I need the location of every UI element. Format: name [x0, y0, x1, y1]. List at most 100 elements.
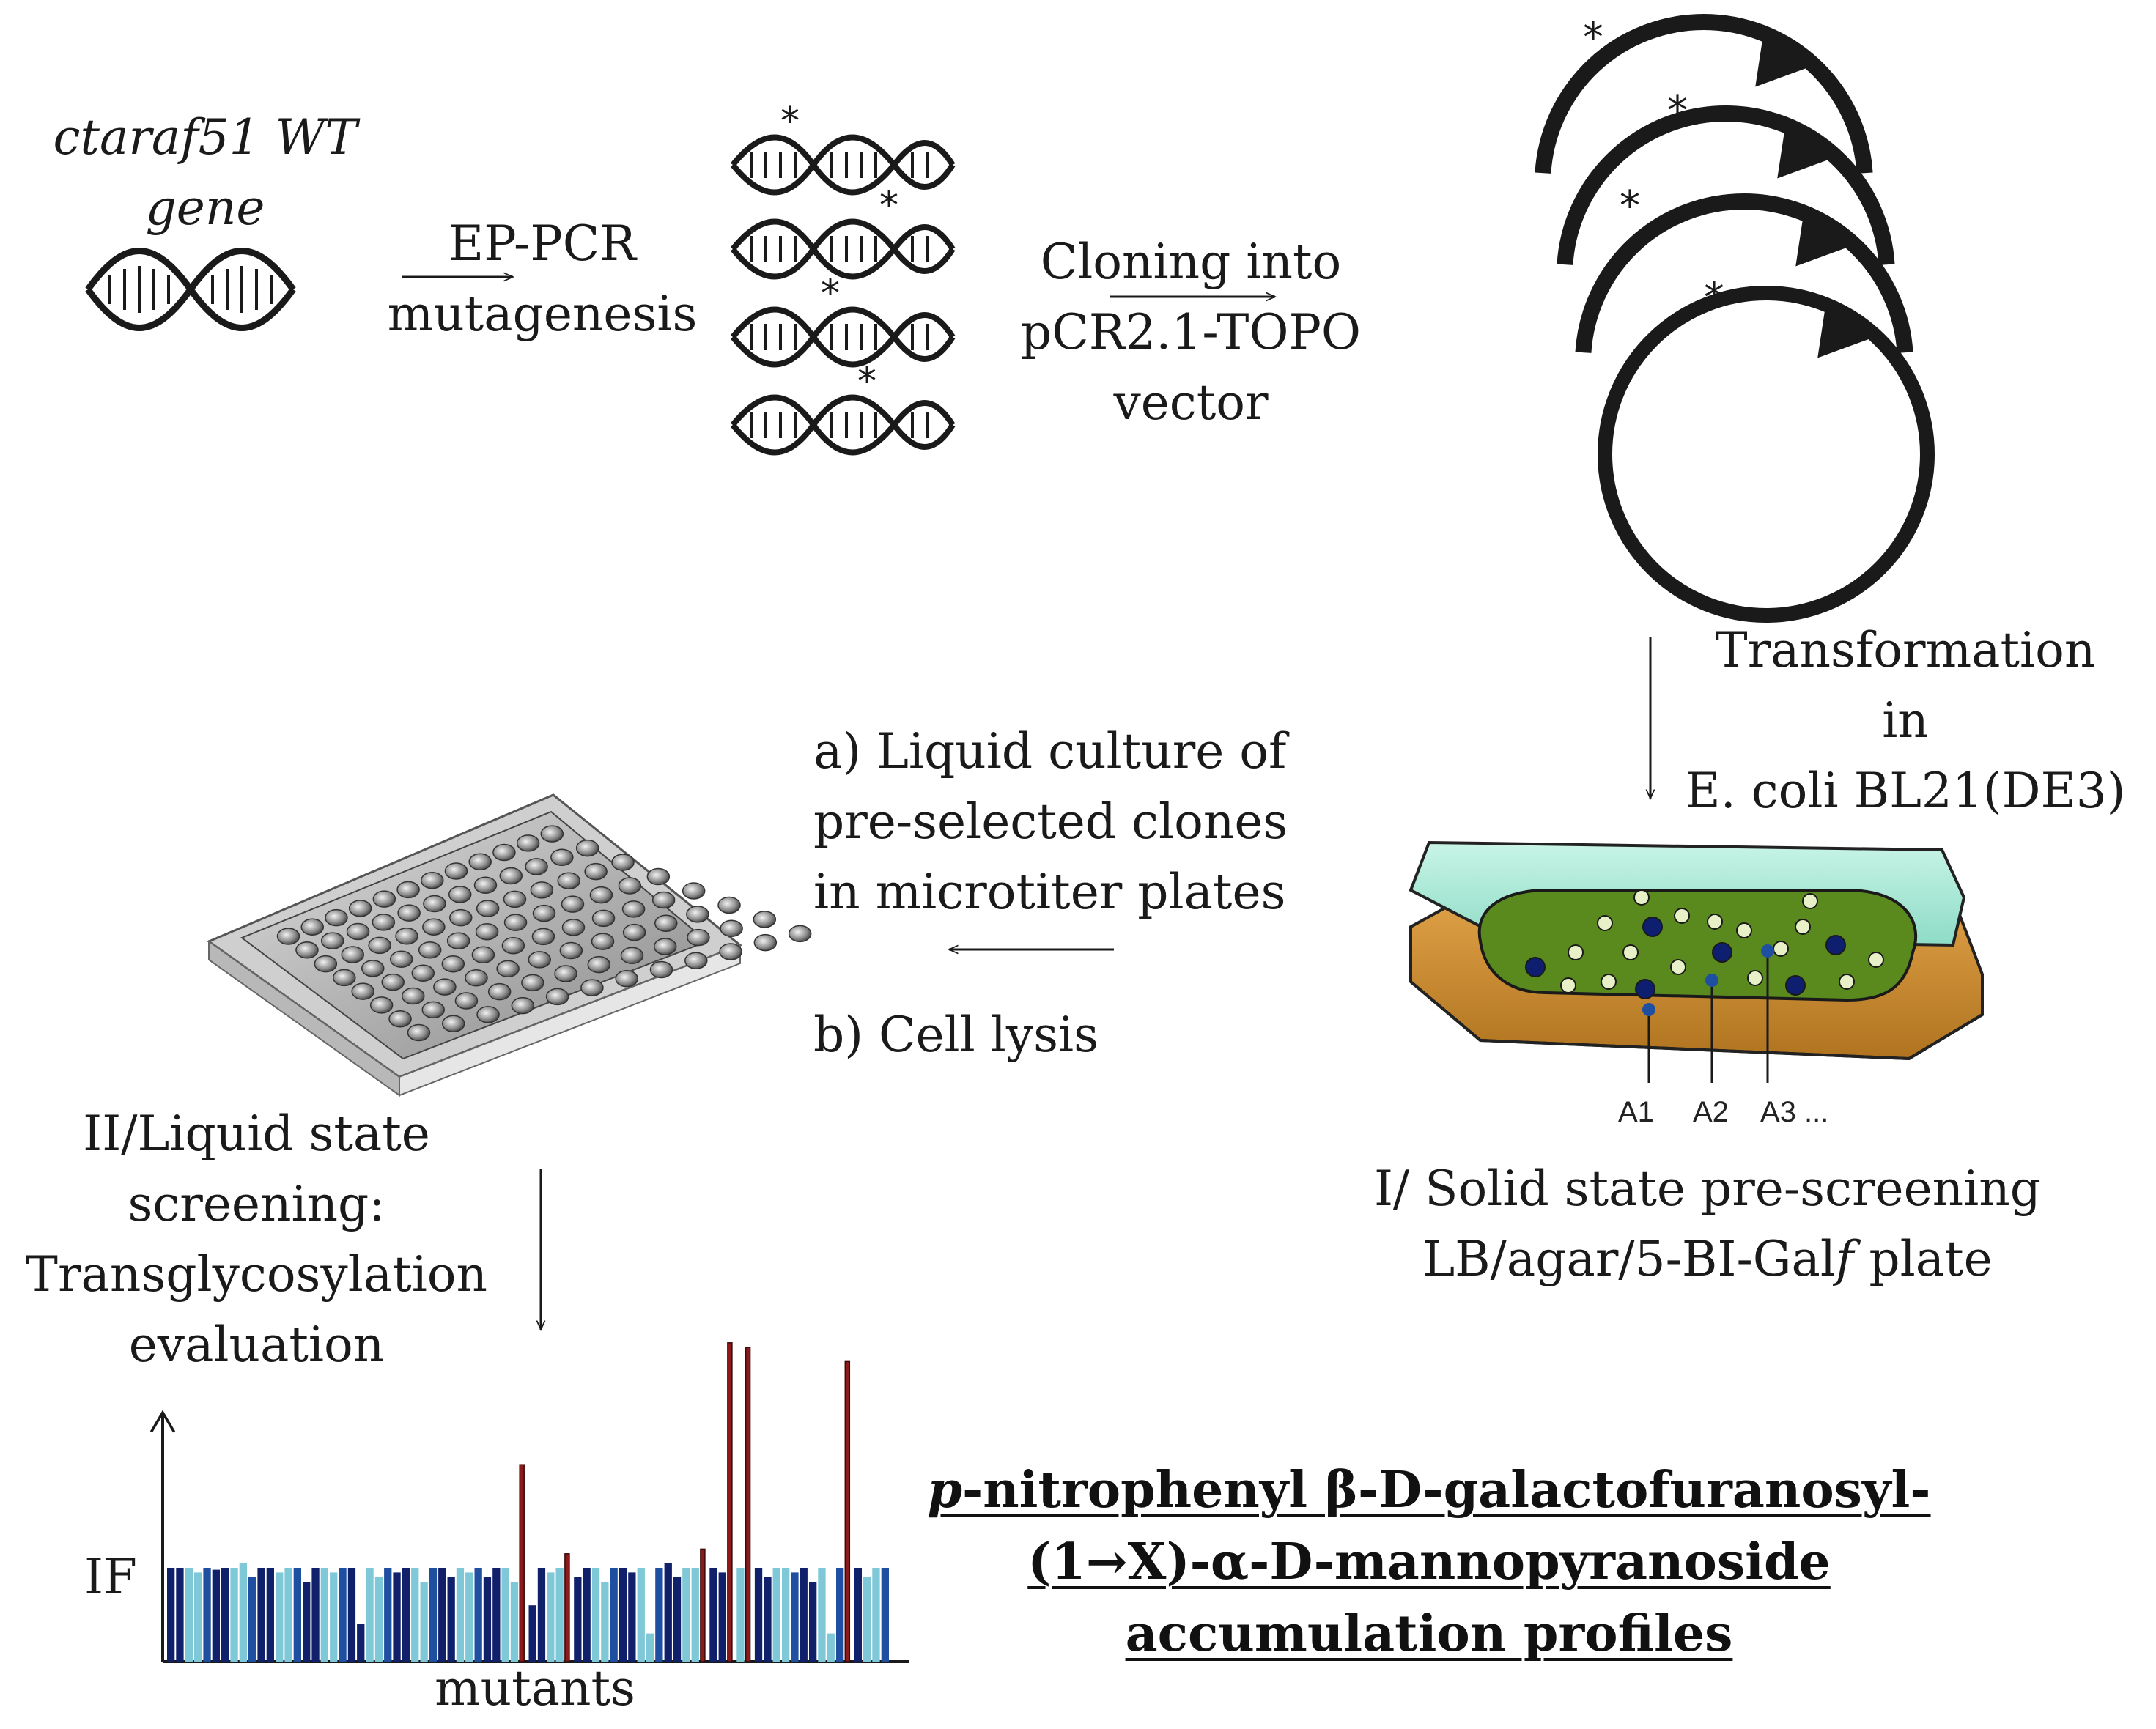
dna-helix-icon-mutant-4: *: [730, 360, 956, 456]
plate-well: [528, 951, 551, 969]
mutation-mark: *: [821, 272, 840, 316]
bar-highlight: [564, 1553, 570, 1662]
white-colony: [1601, 974, 1617, 990]
bar: [863, 1577, 871, 1662]
colony-label-a2: A2: [1693, 1096, 1729, 1128]
colony-label-a3: A3 ...: [1760, 1096, 1829, 1128]
bar: [709, 1568, 717, 1662]
bar: [718, 1572, 726, 1662]
bar: [384, 1568, 392, 1662]
plate-well: [719, 943, 742, 960]
blue-colony: [1642, 917, 1663, 937]
blue-colony: [1825, 935, 1846, 955]
mutation-mark: *: [1583, 14, 1603, 62]
bar: [528, 1605, 536, 1662]
white-colony: [1674, 908, 1690, 924]
insert-arrow: [1817, 309, 1878, 358]
plate-well: [575, 839, 599, 857]
microtiter-plate-icon: [206, 793, 812, 1097]
plate-well: [620, 947, 644, 965]
plate-well: [433, 978, 457, 996]
plate-well: [421, 871, 444, 889]
plate-well: [753, 911, 777, 928]
bar: [221, 1568, 229, 1662]
bar: [637, 1568, 645, 1662]
plate-well: [717, 896, 741, 914]
bar: [167, 1568, 175, 1662]
plate-well: [521, 974, 544, 992]
bar: [293, 1568, 301, 1662]
plate-well: [531, 928, 555, 946]
plate-well: [545, 988, 569, 1006]
bar: [591, 1568, 600, 1662]
colony-label-a1: A1: [1618, 1096, 1654, 1128]
bar: [664, 1563, 672, 1662]
dna-helix-icon-mutant-2: *: [730, 184, 956, 280]
bar: [420, 1582, 428, 1662]
plate-well: [468, 853, 492, 871]
plate-well: [561, 919, 586, 936]
bar: [610, 1568, 618, 1662]
white-colony: [1747, 970, 1763, 986]
plate-well: [540, 825, 564, 843]
bar: [248, 1577, 256, 1662]
blue-colony: [1712, 942, 1732, 963]
bar: [818, 1568, 826, 1662]
plate-well: [753, 933, 778, 952]
plate-well: [557, 872, 580, 889]
bar: [347, 1568, 356, 1662]
plate-well: [516, 834, 540, 852]
plate-well: [686, 906, 709, 923]
bar: [203, 1568, 211, 1662]
plate-well: [333, 969, 356, 987]
white-colony: [1597, 915, 1613, 931]
bar: [537, 1568, 546, 1662]
plate-well: [554, 965, 577, 982]
bar: [366, 1568, 374, 1662]
bar: [501, 1568, 509, 1662]
plate-well: [530, 881, 554, 899]
plate-well: [611, 854, 635, 871]
plate-well: [321, 932, 344, 949]
plate-well: [682, 882, 706, 900]
bar: [791, 1572, 799, 1662]
plate-well: [351, 982, 374, 1000]
bar: [601, 1582, 609, 1662]
plate-well: [499, 867, 523, 885]
plate-well: [476, 900, 500, 917]
plate-well: [580, 979, 604, 996]
plate-well: [421, 1001, 445, 1019]
plate-well: [561, 895, 585, 913]
plate-well: [487, 982, 512, 1001]
plate-well: [618, 877, 642, 895]
plate-well: [423, 895, 446, 913]
insert-arrow: [1777, 130, 1838, 179]
plate-well: [621, 900, 646, 918]
dna-helix-icon-mutant-1: *: [730, 100, 956, 196]
bar: [736, 1568, 745, 1662]
plate-well: [622, 923, 646, 941]
bar: [429, 1568, 438, 1662]
bar: [284, 1568, 292, 1662]
bar: [185, 1568, 193, 1662]
plate-well: [559, 941, 583, 960]
plate-well: [418, 941, 442, 959]
plate-well: [591, 933, 615, 950]
plate-well: [397, 904, 421, 922]
plate-well: [411, 964, 435, 982]
plate-well: [511, 996, 535, 1015]
mutation-mark: *: [857, 360, 876, 404]
bar: [311, 1568, 320, 1662]
plate-well: [372, 890, 396, 908]
bar: [303, 1582, 311, 1662]
bar: [583, 1568, 591, 1662]
plasmid-arc: [1557, 105, 1895, 265]
plate-well: [361, 960, 385, 977]
if-bar-chart: [149, 1342, 909, 1663]
bar: [357, 1624, 365, 1662]
